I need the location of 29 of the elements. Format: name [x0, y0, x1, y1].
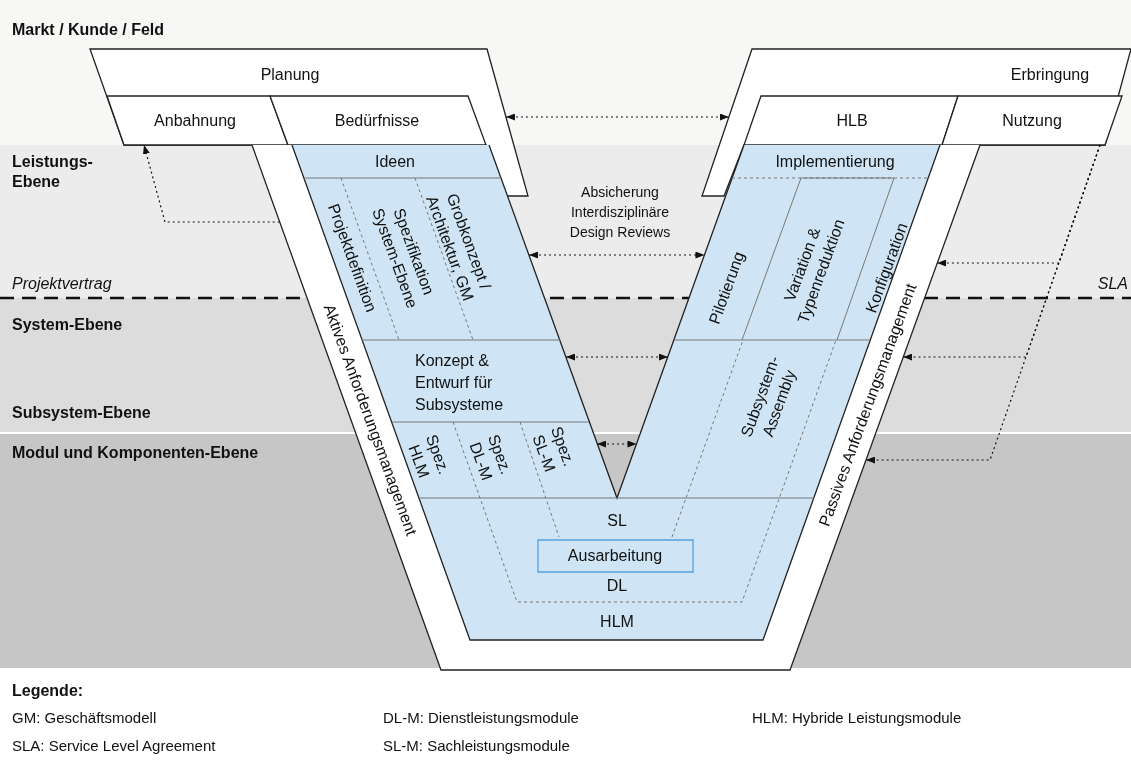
dotted-arrow [505, 113, 730, 121]
dotted-arrow [143, 144, 281, 223]
legend-entry: SLA: Service Level Agreement [12, 736, 216, 756]
legend-entry: GM: Geschäftsmodell [12, 708, 157, 728]
phase-title: Erbringung [1010, 65, 1090, 85]
stage-cell: Spez. SL-M [520, 422, 617, 498]
legend-entry: HLM: Hybride Leistungsmodule [752, 708, 962, 728]
area-label: Markt / Kunde / Feld [12, 20, 164, 40]
phase-box: Bedürfnisse [270, 96, 486, 145]
phase-box: HLB [744, 96, 958, 145]
level-label: Subsystem-Ebene [12, 403, 151, 423]
legend-entry: DL-M: Dienstleistungsmodule [383, 708, 579, 728]
phase-box: Nutzung [942, 96, 1122, 145]
edge-label: Absicherung Interdisziplinäre Design Reviews [568, 183, 672, 242]
level-label: Leistungs-Ebene [12, 152, 94, 192]
region-label: SL [607, 511, 627, 531]
dotted-arrow [596, 440, 638, 448]
region-label: DL [606, 576, 628, 596]
dotted-arrow [565, 353, 669, 361]
dotted-arrow [528, 251, 706, 259]
legend-heading: Legende: [12, 681, 84, 701]
phase-title: Planung [260, 65, 320, 85]
legend-entry: SL-M: Sachleistungsmodule [383, 736, 570, 756]
region-label: HLM [600, 612, 634, 632]
level-label: System-Ebene [12, 315, 123, 335]
milestone-label: SLA [1097, 274, 1128, 294]
task-box: Ausarbeitung [538, 540, 693, 572]
milestone-label: Projektvertrag [12, 274, 112, 294]
dotted-arrow [865, 144, 1101, 464]
